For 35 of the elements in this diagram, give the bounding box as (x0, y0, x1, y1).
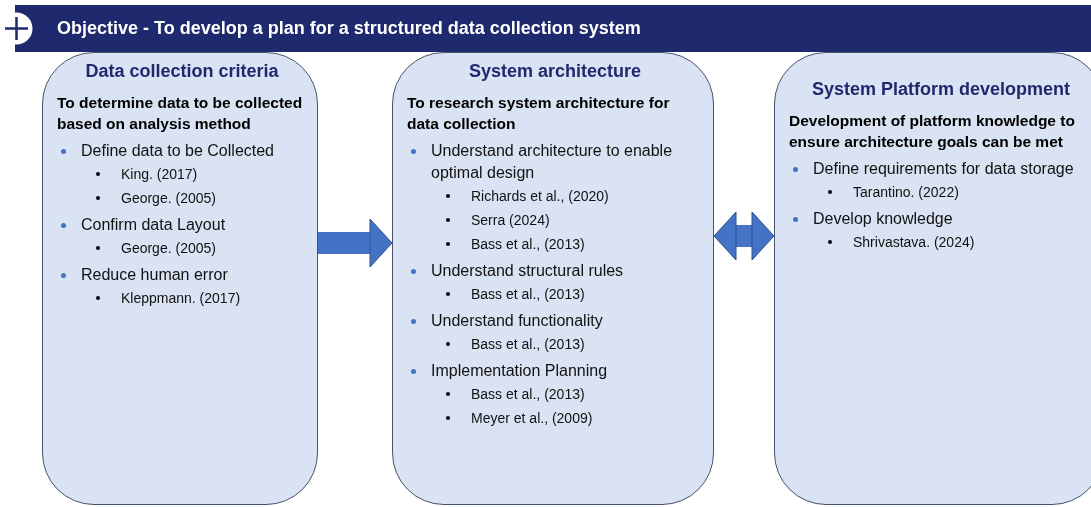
citation-item: Shrivastava. (2024) (807, 230, 1091, 254)
panel-heading: Data collection criteria (84, 61, 280, 82)
citation-item: Meyer et al., (2009) (425, 406, 703, 430)
bullet-item: Reduce human error (57, 264, 307, 286)
bullet-item: Define data to be Collected (57, 140, 307, 162)
bullet-item: Understand functionality (407, 310, 703, 332)
bullet-item: Define requirements for data storage (789, 158, 1091, 180)
rounded-panel (392, 52, 714, 505)
citation-item: Bass et al., (2013) (425, 382, 703, 406)
block-arrow (318, 218, 393, 268)
citation-item: Tarantino. (2022) (807, 180, 1091, 204)
bullet-item: Develop knowledge (789, 208, 1091, 230)
citation-item: Bass et al., (2013) (425, 332, 703, 356)
rounded-panel (774, 52, 1091, 505)
citation-item: Bass et al., (2013) (425, 232, 703, 256)
panel-subtitle: To research system architecture for data collection (407, 93, 671, 134)
panel-subtitle: To determine data to be collected based on analysis method (57, 93, 304, 134)
title-band (15, 5, 1091, 52)
title-text: Objective - To develop a plan for a structured data collection system (57, 18, 641, 39)
bullet-item: Confirm data Layout (57, 214, 307, 236)
panel-heading: System architecture (467, 61, 643, 82)
bullet-item: Implementation Planning (407, 360, 703, 382)
citation-item: George. (2005) (75, 186, 307, 210)
citation-item: Serra (2024) (425, 208, 703, 232)
citation-item: Bass et al., (2013) (425, 282, 703, 306)
bullet-item: Understand architecture to enable optimal design (407, 140, 703, 184)
citation-item: King. (2017) (75, 162, 307, 186)
panel-heading: System Platform development (810, 79, 1072, 100)
citation-item: George. (2005) (75, 236, 307, 260)
rounded-panel (42, 52, 318, 505)
citation-item: Richards et al., (2020) (425, 184, 703, 208)
bullet-item: Understand structural rules (407, 260, 703, 282)
panel-subtitle: Development of platform knowledge to ensure architecture goals can be met (789, 111, 1076, 152)
block-arrow (713, 211, 775, 261)
citation-item: Kleppmann. (2017) (75, 286, 307, 310)
